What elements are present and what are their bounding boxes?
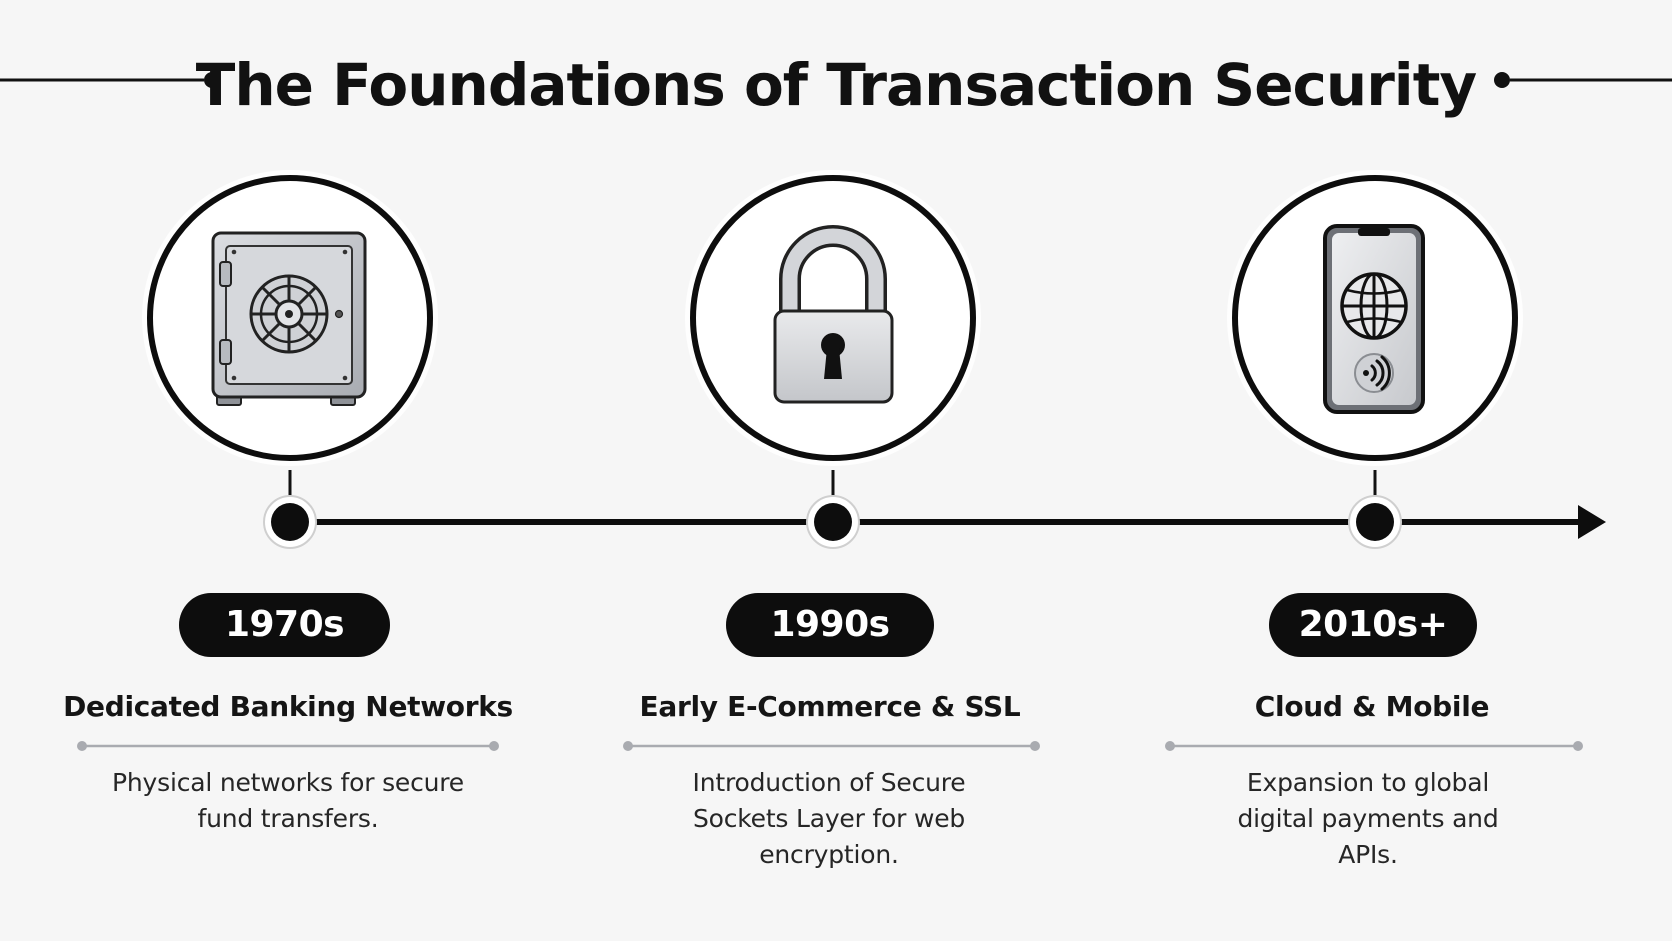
milestone-description-1: Physical networks for secure fund transf… — [112, 768, 464, 833]
title-rule-right-dot — [1494, 72, 1510, 88]
milestone-heading-1: Dedicated Banking Networks — [63, 690, 513, 723]
year-badge-1970s: 1970s — [179, 593, 390, 657]
timeline-node-3 — [1348, 495, 1402, 549]
timeline-node-1 — [263, 495, 317, 549]
title-rule-left-dot — [204, 72, 220, 88]
year-badge-1990s: 1990s — [726, 593, 934, 657]
milestone-description-2: Introduction of Secure Sockets Layer for… — [692, 768, 966, 869]
divider-1 — [77, 741, 499, 751]
contactless-icon — [1354, 353, 1394, 393]
globe-icon — [1340, 272, 1408, 340]
timeline-node-2 — [806, 495, 860, 549]
divider-3 — [1165, 741, 1583, 751]
vault-safe-icon — [211, 231, 367, 406]
milestone-description-3: Expansion to global digital payments and… — [1237, 768, 1499, 869]
padlock-icon — [773, 225, 894, 404]
divider-2 — [623, 741, 1040, 751]
year-badge-2010s: 2010s+ — [1269, 593, 1477, 657]
smartphone-globe-contactless-icon — [1323, 224, 1425, 414]
timeline-arrowhead-icon — [1578, 505, 1606, 539]
milestone-heading-2: Early E-Commerce & SSL — [639, 690, 1021, 723]
page-title: The Foundations of Transaction Security — [195, 51, 1477, 119]
milestone-heading-3: Cloud & Mobile — [1254, 690, 1490, 723]
